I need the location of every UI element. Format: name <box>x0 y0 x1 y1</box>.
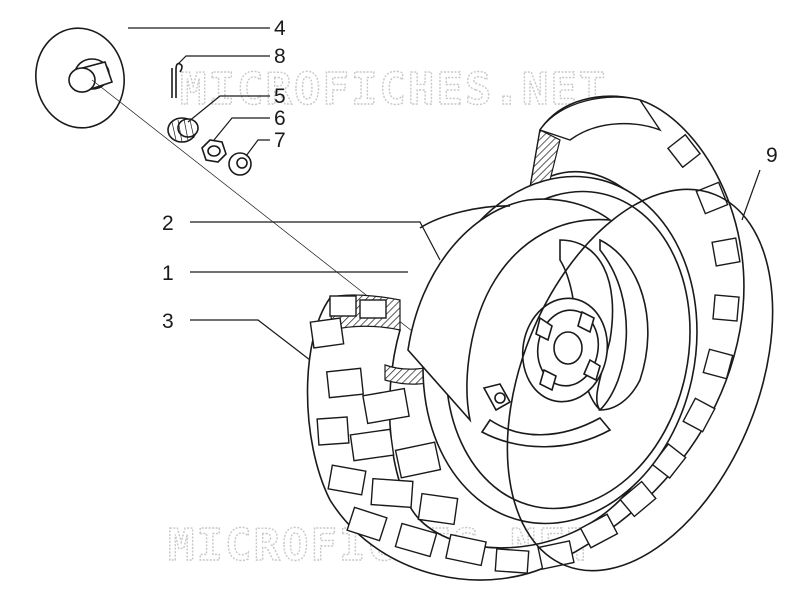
part-6-hex-nut <box>201 139 227 163</box>
callout-1: 1 <box>162 262 174 285</box>
part-3-tire <box>306 95 745 581</box>
callout-3: 3 <box>162 310 174 333</box>
callout-7: 7 <box>274 129 286 152</box>
part-8-cotter-pin <box>171 62 183 98</box>
part-5-castle-nut <box>167 117 199 143</box>
part-4-spacer-disk <box>35 27 125 129</box>
watermark-top: MICROFICHES.NET <box>180 64 607 115</box>
leader-lines <box>128 27 761 361</box>
callout-8: 8 <box>274 45 286 68</box>
callout-6: 6 <box>274 107 286 130</box>
callout-2: 2 <box>162 212 174 235</box>
callout-4: 4 <box>274 17 286 40</box>
part-7-washer <box>228 152 252 176</box>
callout-5: 5 <box>274 85 286 108</box>
part-1-rim <box>407 175 698 525</box>
callout-9: 9 <box>766 144 778 167</box>
part-9-ring <box>506 188 774 572</box>
tread-blocks <box>309 133 741 574</box>
